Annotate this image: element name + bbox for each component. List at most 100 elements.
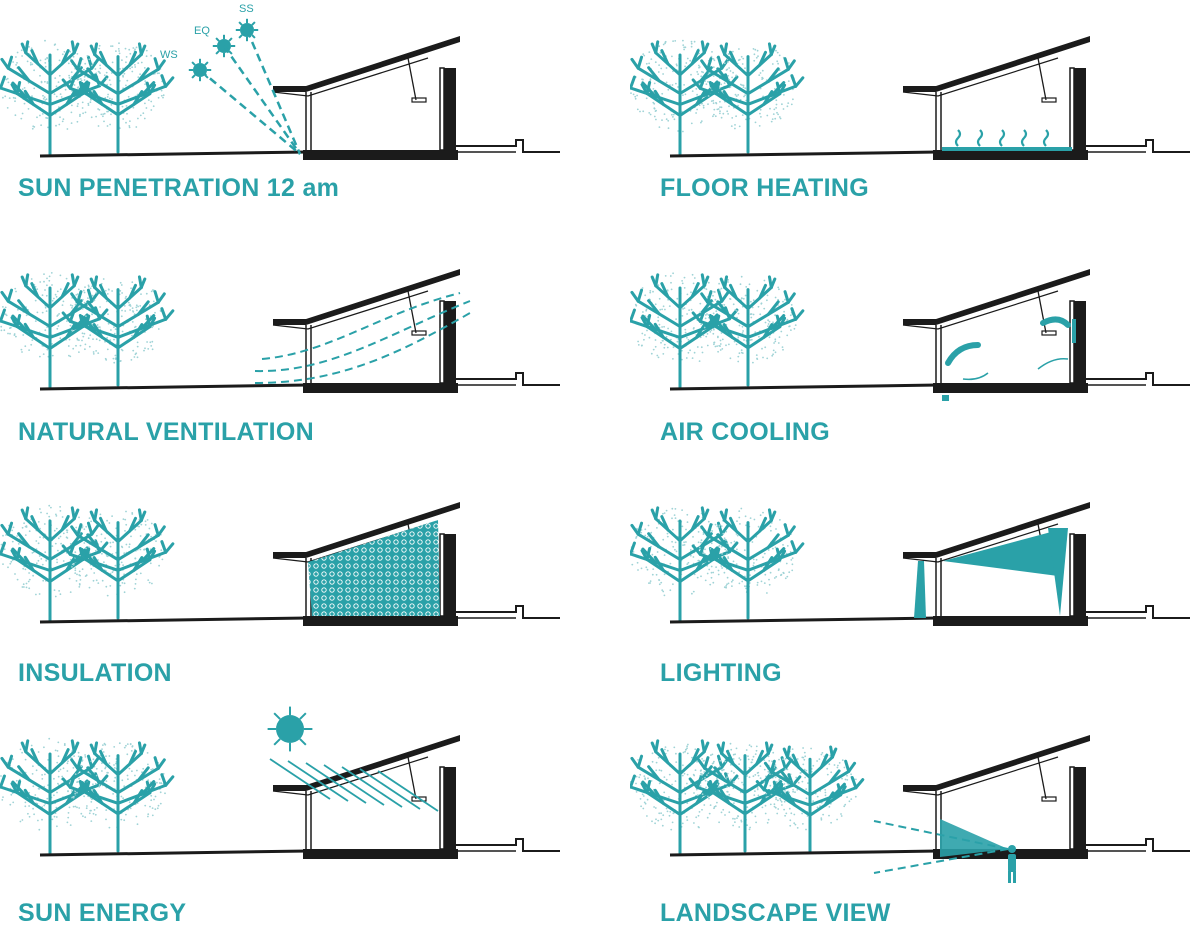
roof-strut xyxy=(1037,57,1047,101)
house-section xyxy=(39,735,560,859)
floor-slab xyxy=(933,150,1088,160)
floor-vent xyxy=(942,395,949,401)
tree-branches xyxy=(61,508,175,620)
panel-caption: NATURAL VENTILATION xyxy=(18,418,314,446)
ground-line xyxy=(669,150,939,158)
tree xyxy=(61,508,175,620)
tree-branches xyxy=(0,506,109,622)
tree xyxy=(61,275,175,387)
heat-wave-icon xyxy=(1020,129,1028,147)
tree xyxy=(630,272,739,389)
panel-insulation: INSULATION xyxy=(0,466,600,699)
heat-wave-icon xyxy=(954,129,962,147)
airflow-path xyxy=(254,312,471,384)
wall-lining xyxy=(439,67,445,151)
terrace-steps xyxy=(1086,139,1190,153)
tree-branches xyxy=(691,275,805,387)
roof xyxy=(903,36,1090,92)
vent-box xyxy=(1041,796,1057,802)
panel-caption: LANDSCAPE VIEW xyxy=(660,899,891,927)
panel-caption: LIGHTING xyxy=(660,659,782,687)
ceiling-line xyxy=(902,756,1059,796)
terrace-steps xyxy=(456,372,560,386)
rear-wall xyxy=(1074,534,1086,622)
tree xyxy=(0,504,109,622)
panel-floor-heating: FLOOR HEATING xyxy=(630,0,1200,233)
heated-floor xyxy=(942,147,1072,151)
return-arrow-icon xyxy=(962,372,989,381)
roof xyxy=(273,735,460,791)
roof-strut xyxy=(1037,290,1047,334)
tree xyxy=(691,42,805,154)
section-drawing xyxy=(630,269,1190,401)
person-icon xyxy=(1008,845,1016,883)
panel-sun-energy: SUN ENERGY xyxy=(0,699,600,932)
roof-strut xyxy=(407,756,417,800)
tree xyxy=(691,507,805,620)
section-drawing xyxy=(0,706,560,859)
sun-ray xyxy=(222,45,302,155)
rear-wall xyxy=(444,68,456,156)
terrace-steps xyxy=(456,139,560,153)
wall-lining xyxy=(439,533,445,617)
solar-ray xyxy=(269,758,331,800)
section-drawing xyxy=(0,269,560,393)
wall-lining xyxy=(1069,533,1075,617)
rear-wall xyxy=(1074,301,1086,389)
wall-lining xyxy=(439,300,445,384)
tree-canopy-stipple xyxy=(70,42,165,130)
roof-strut xyxy=(407,57,417,101)
roof-strut xyxy=(407,290,417,334)
solar-ray xyxy=(377,770,439,812)
vent-box xyxy=(411,97,427,103)
cooling-unit xyxy=(1072,319,1076,343)
tree-branches xyxy=(691,42,805,154)
tree xyxy=(755,745,865,853)
tree-canopy-stipple xyxy=(630,743,732,831)
heat-wave-icon xyxy=(998,129,1006,147)
rear-wall xyxy=(444,534,456,622)
house-section xyxy=(669,269,1190,393)
sun-icon xyxy=(267,706,313,752)
rear-wall xyxy=(444,301,456,389)
tree-branches xyxy=(61,741,175,853)
insulation-fill xyxy=(308,520,440,616)
wall-lining xyxy=(1069,67,1075,151)
wall-lining xyxy=(439,766,445,850)
ground-line xyxy=(669,616,939,624)
floor-slab xyxy=(933,383,1088,393)
vent-box xyxy=(411,796,427,802)
curved-arrow-icon xyxy=(945,342,981,366)
curved-arrow-icon xyxy=(1040,316,1071,328)
rear-wall xyxy=(444,767,456,855)
roof-strut xyxy=(1037,756,1047,800)
sun-label: WS xyxy=(160,49,178,61)
panel-caption: INSULATION xyxy=(18,659,172,687)
floor-slab xyxy=(303,383,458,393)
solar-ray xyxy=(359,768,421,810)
vent-box xyxy=(1041,330,1057,336)
roof xyxy=(273,502,460,558)
ground-line xyxy=(39,849,309,857)
sun-ray xyxy=(199,69,301,155)
tree xyxy=(61,741,175,853)
ceiling-line xyxy=(902,290,1059,330)
sun-ray xyxy=(245,29,302,155)
sun-label: SS xyxy=(239,3,254,15)
roof xyxy=(903,735,1090,791)
sun-label: EQ xyxy=(194,25,210,37)
rear-wall xyxy=(1074,767,1086,855)
roof xyxy=(273,269,460,325)
light-beam xyxy=(1048,528,1068,616)
floor-slab xyxy=(933,616,1088,626)
house-section xyxy=(669,735,1190,859)
roof xyxy=(903,502,1090,558)
terrace-steps xyxy=(456,838,560,852)
light-beam xyxy=(914,561,926,618)
solar-ray xyxy=(323,764,385,806)
wall-lining xyxy=(1069,766,1075,850)
tree xyxy=(61,42,175,154)
ceiling-line xyxy=(272,756,429,796)
panel-caption: FLOOR HEATING xyxy=(660,174,869,202)
